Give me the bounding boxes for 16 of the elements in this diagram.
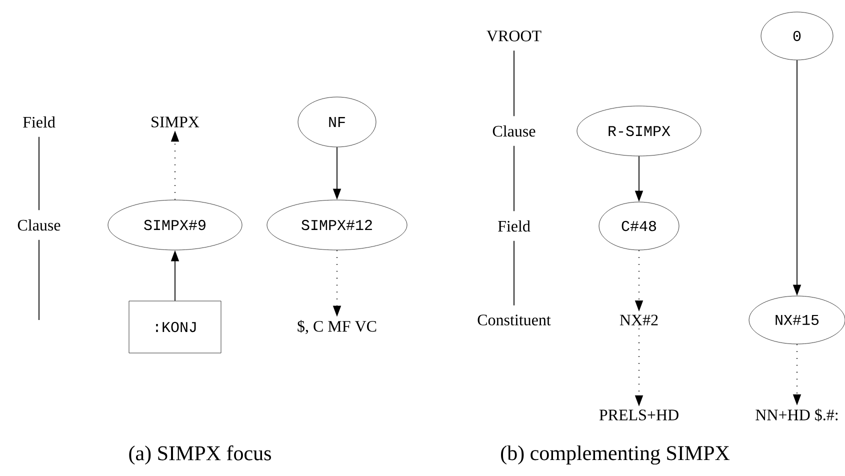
level-connector: [38, 136, 40, 211]
level-label: Field: [23, 116, 56, 128]
category-label: PRELS+HD: [599, 410, 678, 420]
caption: (a) SIMPX focus: [129, 445, 271, 465]
node-box: :KONJ: [128, 300, 222, 354]
level-label: Constituent: [478, 314, 551, 326]
category-label: SIMPX: [152, 116, 200, 128]
level-label: Field: [498, 220, 530, 232]
category-label: $, C MF VC: [298, 320, 376, 334]
level-connector: [38, 239, 40, 320]
category-label: NX#2: [620, 314, 658, 326]
level-label: Clause: [18, 219, 60, 231]
category-label: NN+HD $.#:: [756, 408, 838, 422]
caption: (b) complementing SIMPX: [501, 445, 730, 465]
level-label: VROOT: [486, 30, 542, 42]
level-label: Clause: [492, 125, 536, 137]
